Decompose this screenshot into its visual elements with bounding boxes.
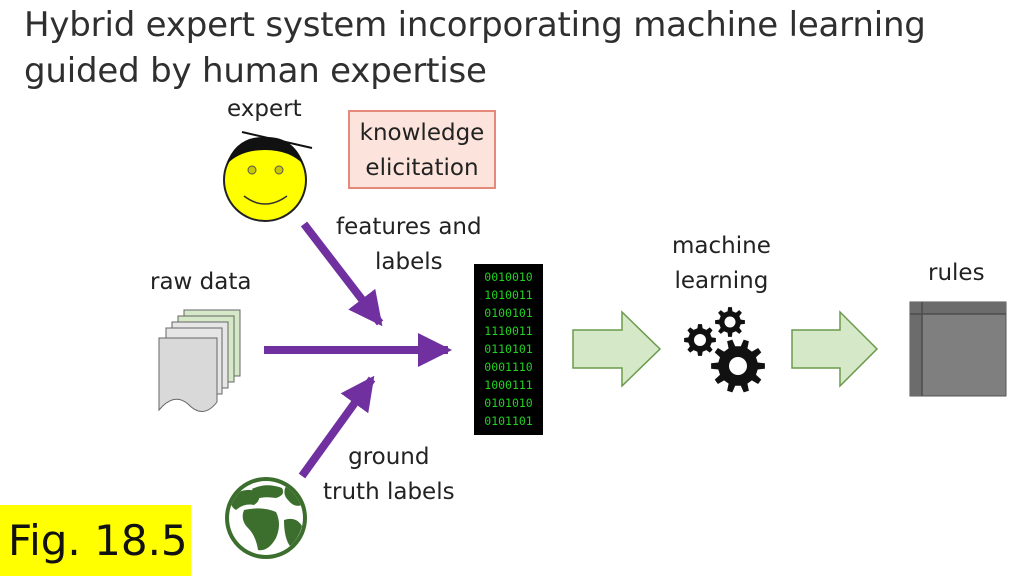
- title-line-1: Hybrid expert system incorporating machi…: [24, 5, 926, 45]
- gear-hole: [694, 334, 706, 346]
- documents-icon: [158, 309, 241, 412]
- binary-row: 1000111: [484, 378, 533, 392]
- rules-table-icon: [909, 301, 1007, 397]
- rules-label: rules: [928, 260, 985, 286]
- binary-row: 0101010: [484, 396, 533, 410]
- block-arrow-to-rules: [791, 310, 879, 388]
- globe-icon: [225, 477, 307, 559]
- gear-hole: [729, 357, 747, 375]
- binary-row: 1110011: [484, 324, 533, 338]
- binary-row: 0010010: [484, 270, 533, 284]
- binary-data-block: 0010010 1010011 0100101 1110011 0110101 00011…: [474, 264, 543, 435]
- arrow-ground-truth-to-data: [298, 375, 376, 479]
- knowledge-elicitation-box: knowledge elicitation: [348, 110, 496, 189]
- expert-face-icon: [223, 131, 313, 222]
- raw-data-label: raw data: [150, 269, 252, 295]
- gear-hole: [724, 316, 736, 328]
- ke-line-1: knowledge: [359, 120, 485, 146]
- expert-label: expert: [227, 96, 302, 122]
- arrow-expert-to-data: [300, 221, 384, 327]
- figure-label: Fig. 18.5: [0, 505, 191, 576]
- slide-title: Hybrid expert system incorporating machi…: [24, 2, 926, 94]
- ground-truth-labels-label: ground truth labels: [323, 444, 455, 505]
- binary-row: 0110101: [484, 342, 533, 356]
- binary-row: 0100101: [484, 306, 533, 320]
- binary-row: 0001110: [484, 360, 533, 374]
- binary-row: 1010011: [484, 288, 533, 302]
- binary-row: 0101101: [484, 414, 533, 428]
- features-and-labels-label: features and labels: [336, 214, 482, 275]
- gears-icon: [684, 307, 765, 393]
- title-line-2: guided by human expertise: [24, 51, 487, 91]
- ke-line-2: elicitation: [365, 155, 479, 181]
- block-arrow-to-ml: [572, 310, 662, 388]
- machine-learning-label: machine learning: [672, 233, 771, 294]
